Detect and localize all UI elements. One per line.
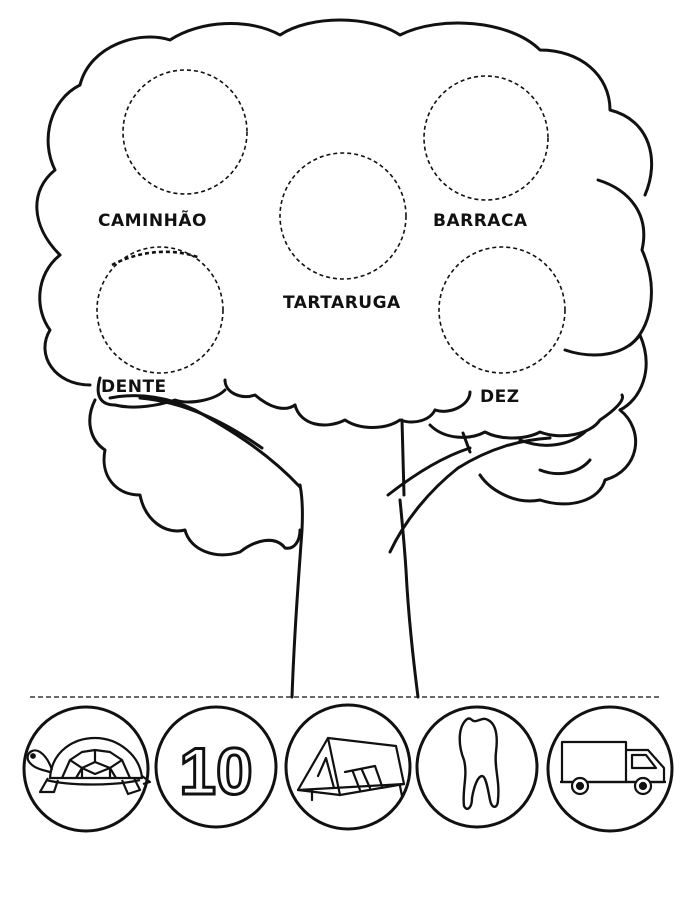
tooth-icon [458,717,500,810]
circle-dente-bold-arc [111,250,201,267]
word-dez: DEZ [480,387,520,407]
number-ten-icon: 10 [179,734,252,808]
word-dente: DENTE [101,377,167,397]
circle-dente[interactable] [96,246,224,374]
tree-canopy [35,18,654,557]
picture-circle-truck[interactable] [546,705,674,833]
circle-caminhao[interactable] [122,69,248,195]
word-barraca: BARRACA [433,211,528,231]
word-tartaruga: TARTARUGA [283,293,401,313]
circle-tartaruga[interactable] [279,152,407,280]
drawing-circles [96,69,566,374]
tree-trunk [108,394,552,699]
picture-circle-tent[interactable] [284,703,412,831]
truck-icon [560,740,666,796]
circle-dez[interactable] [438,246,566,374]
picture-circle-turtle[interactable] [22,705,152,833]
tent-icon [296,736,406,802]
picture-circle-ten[interactable]: 10 [154,705,278,829]
turtle-icon [26,736,152,796]
word-caminhao: CAMINHÃO [98,208,207,231]
picture-circle-tooth[interactable] [415,705,539,829]
circle-barraca[interactable] [423,75,549,201]
